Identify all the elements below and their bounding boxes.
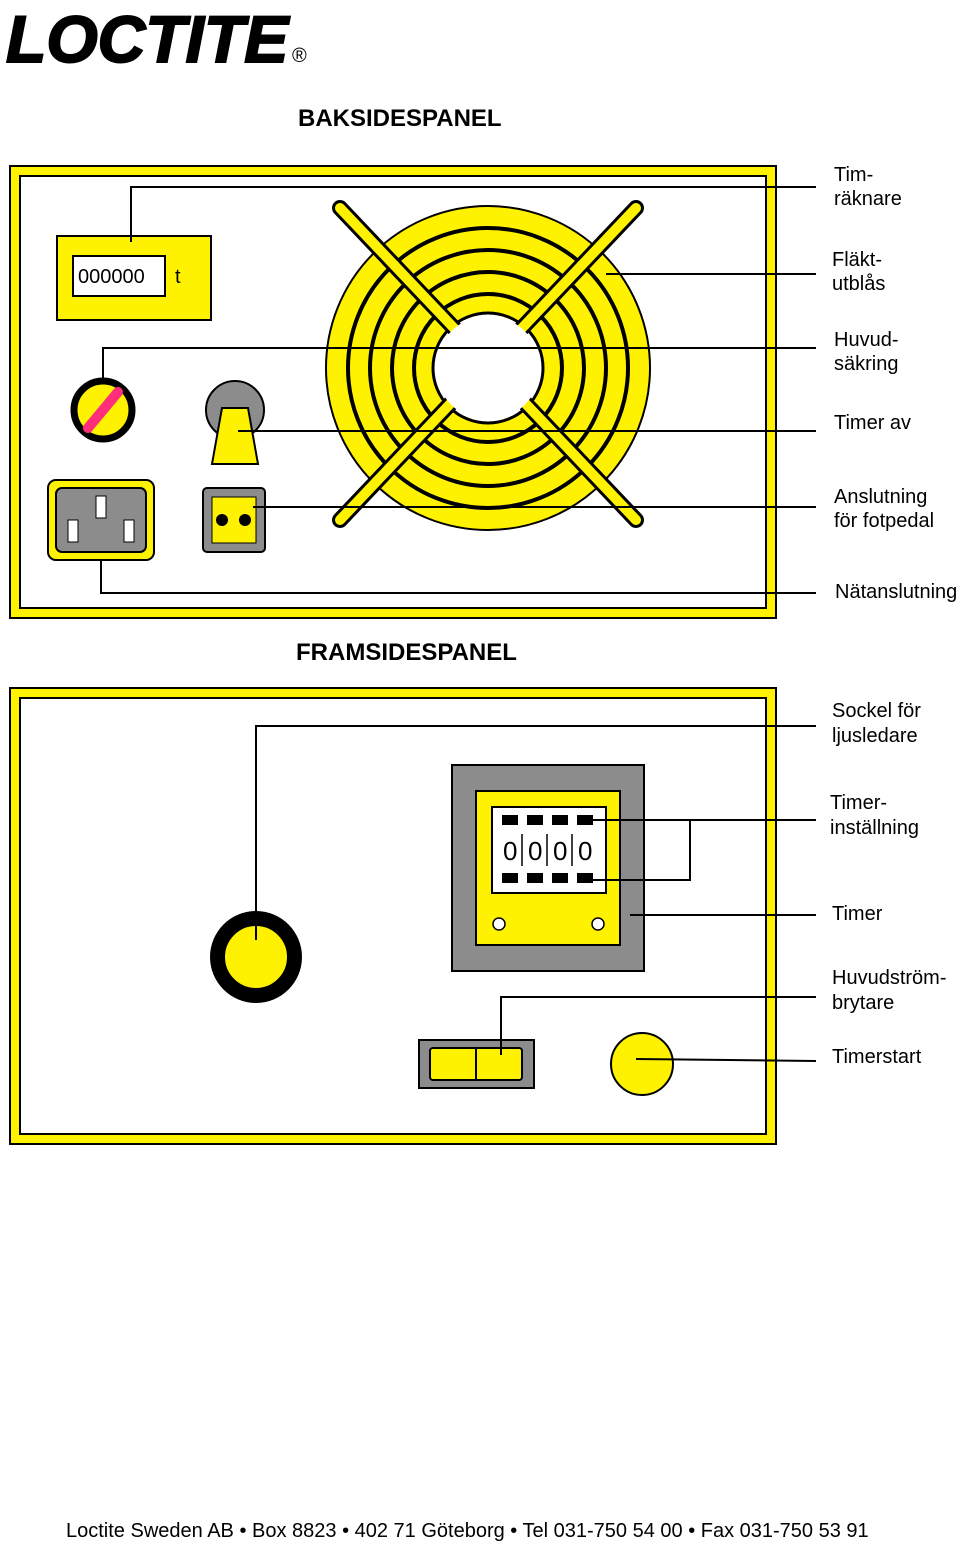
timer-up-button-4[interactable] [577,815,593,825]
label-timer-setting-2: inställning [830,817,919,839]
timer-unit: 0 0 0 0 [451,764,645,972]
label-foot-pedal-1: Anslutning [834,486,927,508]
label-fan-outlet-2: utblås [832,273,885,295]
timer-digit-4: 0 [578,836,592,866]
label-main-switch-1: Huvudström- [832,967,946,989]
timer-down-button-1[interactable] [502,873,518,883]
rear-labels: Tim- räknare Fläkt- utblås Huvud- säkrin… [832,164,957,603]
mains-socket[interactable] [47,479,155,561]
label-timer-setting-1: Timer- [830,792,887,814]
rear-panel-title: BAKSIDESPANEL [298,105,502,132]
label-hour-counter-2: räknare [834,188,902,210]
label-main-switch-2: brytare [832,992,894,1014]
timer-down-button-3[interactable] [552,873,568,883]
timer-start-button[interactable] [610,1032,674,1096]
label-light-guide-1: Sockel för [832,700,921,722]
label-timer-off: Timer av [834,412,911,434]
registered-mark: ® [292,45,307,67]
label-main-fuse-1: Huvud- [834,329,898,351]
fan-grille [325,200,651,531]
label-fan-outlet-1: Fläkt- [832,249,882,271]
timer-digit-3: 0 [553,836,567,866]
hour-counter-unit: t [175,266,181,288]
timer-up-button-1[interactable] [502,815,518,825]
front-labels: Sockel för ljusledare Timer- inställning… [830,700,946,1068]
hour-counter: 000000 t [56,235,212,321]
timer-digit-2: 0 [528,836,542,866]
label-timer: Timer [832,903,883,925]
main-fuse[interactable] [70,377,136,443]
label-main-fuse-2: säkring [834,353,898,375]
footer-address: Loctite Sweden AB • Box 8823 • 402 71 Gö… [66,1520,869,1542]
main-power-switch[interactable] [418,1039,535,1089]
timer-digit-1: 0 [503,836,517,866]
loctite-logo: LOCTITE [6,2,290,76]
timer-up-button-3[interactable] [552,815,568,825]
foot-pedal-connector[interactable] [202,487,266,553]
label-timer-start: Timerstart [832,1046,922,1068]
front-panel-title: FRAMSIDESPANEL [296,639,517,666]
label-foot-pedal-2: för fotpedal [834,510,934,532]
label-mains: Nätanslutning [835,581,957,603]
timer-off-button[interactable] [205,380,265,465]
hour-counter-value: 000000 [78,266,145,288]
label-hour-counter-1: Tim- [834,164,873,186]
timer-down-button-2[interactable] [527,873,543,883]
label-light-guide-2: ljusledare [832,725,918,747]
front-leader-lines [255,725,817,1062]
timer-down-button-4[interactable] [577,873,593,883]
timer-up-button-2[interactable] [527,815,543,825]
rear-leader-lines [100,186,816,594]
